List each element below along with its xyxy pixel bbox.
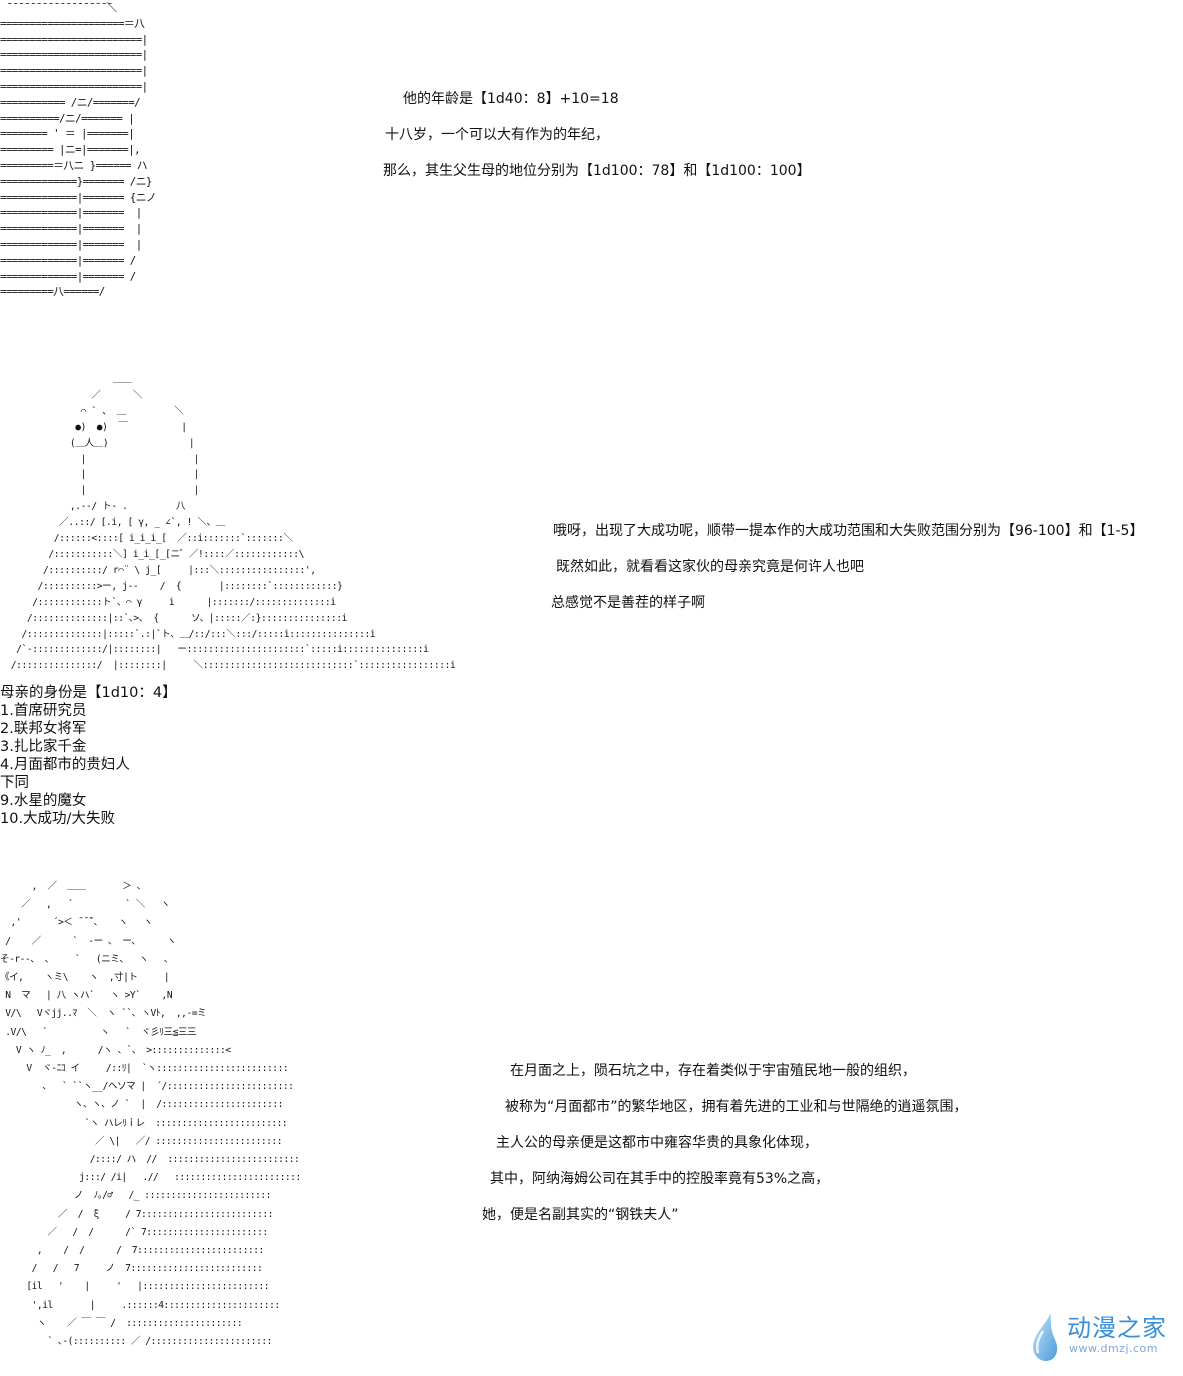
list-item: 4.月面都市的贵妇人 — [0, 757, 130, 773]
critical-range-text: 哦呀，出现了大成功呢，顺带一提本作的大成功范围和大失败范围分别为【96-100】… — [553, 523, 1144, 539]
water-drop-icon — [1033, 1313, 1058, 1361]
list-item: 2.联邦女将军 — [0, 721, 87, 737]
ascii-art-lady: , ／ ＿＿ ＞ 、 ／ , ´ ` ＼ ヽ ,' ´>＜ ̄ ̄ ̄`、 ヽ … — [0, 881, 301, 1348]
watermark-url: www.dmzj.com — [1069, 1342, 1158, 1355]
mother-identity-list: 母亲的身份是【1d10：4】 1.首席研究员 2.联邦女将军 3.扎比家千金 4… — [0, 684, 177, 828]
list-item: 3.扎比家千金 — [0, 739, 87, 755]
parents-roll-text: 那么，其生父生母的地位分别为【1d100：78】和【1d100：100】 — [383, 163, 811, 179]
ascii-art-building: ̄ ̄ ̄ ̄ ̄ ̄ ̄ ̄ ̄ ̄ ̄ ̄ ̄ ̄ ̄ ̄ ̄ ̄＼ ===… — [0, 1, 157, 299]
list-title: 母亲的身份是【1d10：4】 — [0, 685, 177, 701]
moon-city-text: 在月面之上，陨石坑之中，存在着类似于宇宙殖民地一般的组织， — [510, 1063, 916, 1079]
list-item: 下同 — [0, 775, 29, 791]
iron-lady-text: 她，便是名副其实的“钢铁夫人” — [482, 1207, 679, 1223]
anaheim-text: 其中，阿纳海姆公司在其手中的控股率竟有53%之高， — [490, 1171, 830, 1187]
ascii-art-character: ＿＿ ／ ＼ ⌒ ` 、 ＿ ＼ ●) ●) ￣ | (＿人＿) | | | | — [10, 374, 456, 672]
impression-text: 总感觉不是善茬的样子啊 — [551, 595, 705, 611]
list-item: 1.首席研究员 — [0, 703, 87, 719]
mother-intro-text: 既然如此，就看看这家伙的母亲究竟是何许人也吧 — [556, 559, 864, 575]
list-item: 10.大成功/大失败 — [0, 811, 115, 827]
age-roll-text: 他的年龄是【1d40：8】+10=18 — [403, 91, 619, 107]
watermark-title: 动漫之家 — [1067, 1314, 1167, 1342]
site-watermark: 动漫之家 www.dmzj.com — [1027, 1311, 1177, 1363]
age-comment-text: 十八岁，一个可以大有作为的年纪， — [385, 127, 609, 143]
moon-city-desc-text: 被称为“月面都市”的繁华地区，拥有着先进的工业和与世隔绝的逍遥氛围， — [505, 1099, 968, 1115]
list-item: 9.水星的魔女 — [0, 793, 87, 809]
mother-desc-text: 主人公的母亲便是这都市中雍容华贵的具象化体现， — [496, 1135, 818, 1151]
